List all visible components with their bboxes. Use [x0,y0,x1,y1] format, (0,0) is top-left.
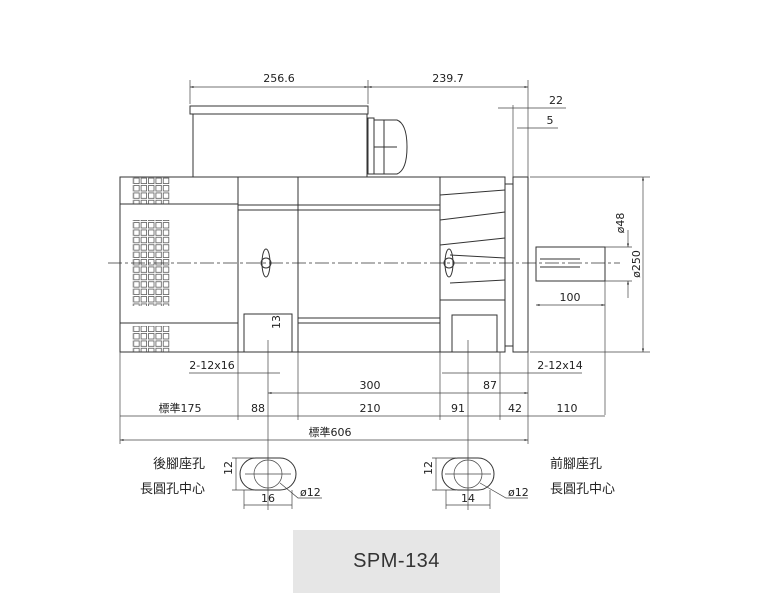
dim-foot-spacing: 300 [360,379,381,392]
dim-std-606: 標準606 [309,425,352,439]
dim-std-175: 標準175 [159,401,202,415]
dim-110: 110 [557,402,578,415]
flange-and-shaft [504,176,606,353]
rear-hole-subtitle: 長圓孔中心 [140,482,205,497]
front-hole-height: 12 [422,461,435,475]
dim-front-slot: 2-12x14 [537,359,582,372]
front-hole-width: 14 [461,492,475,505]
dim-terminal-box-length: 256.6 [263,72,295,85]
dim-87: 87 [483,379,497,392]
dim-rear-slot: 2-12x16 [189,359,234,372]
terminal-box [189,105,408,178]
rear-hole-title: 後腳座孔 [153,457,205,472]
dim-foot-height: 13 [270,315,283,329]
dim-shaft-dia: ø48 [614,213,627,234]
motor-body [119,176,506,353]
front-hole-dia: ø12 [508,486,529,499]
front-hole-subtitle: 長圓孔中心 [550,482,615,497]
front-foot-hole-detail: 12 14 ø12 前腳座孔 長圓孔中心 [422,456,615,509]
dim-box-to-flange: 239.7 [432,72,464,85]
top-dimensions: 256.6 239.7 22 5 [189,72,566,177]
dim-shaft-length: 100 [560,291,581,304]
right-dimensions: ø250 ø48 100 13 [270,176,650,415]
rear-hole-dia: ø12 [300,486,321,499]
dim-22: 22 [549,94,563,107]
rear-foot-hole-detail: 12 16 ø12 後腳座孔 長圓孔中心 [140,457,322,509]
dim-5: 5 [547,114,554,127]
model-name: SPM-134 [353,550,440,572]
rear-hole-height: 12 [222,461,235,475]
dim-88: 88 [251,402,265,415]
dim-42: 42 [508,402,522,415]
bottom-dimensions: 2-12x16 2-12x14 300 87 標準175 88 210 91 4… [119,352,605,444]
rear-hole-width: 16 [261,492,275,505]
dim-210: 210 [360,402,381,415]
front-hole-title: 前腳座孔 [550,456,602,472]
dim-91: 91 [451,402,465,415]
dim-flange-dia: ø250 [630,250,643,278]
model-label: SPM-134 [293,530,500,593]
